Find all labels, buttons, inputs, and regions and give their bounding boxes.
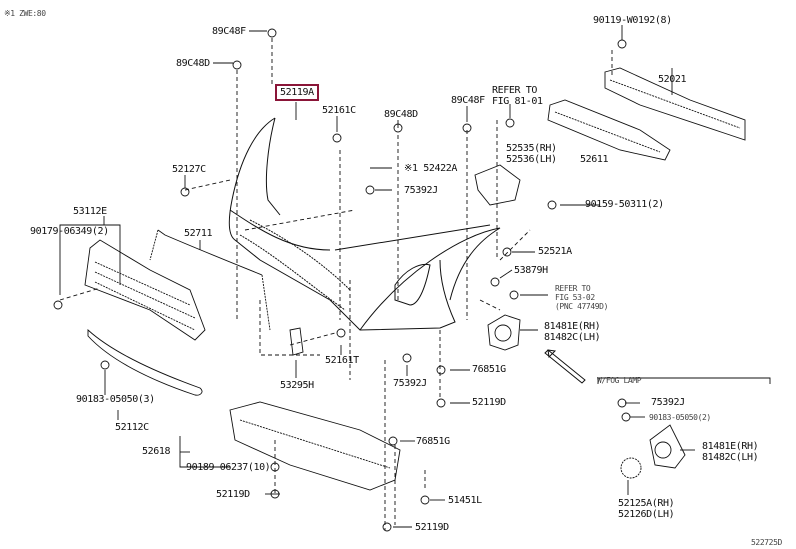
part-label-51451L[interactable]: 51451L [448,495,482,506]
side-retainer [474,164,521,206]
part-label-52535-52536[interactable]: 52535(RH) 52536(LH) [506,143,557,165]
part-label-90183-05050-3[interactable]: 90183-05050(3) [76,394,155,405]
fog-bezel-main [487,314,521,351]
part-label-81481E-81482C[interactable]: 81481E(RH) 81482C(LH) [544,321,601,343]
part-label-52021[interactable]: 52021 [658,74,687,85]
lower-grille [229,401,401,491]
direction-arrow [544,349,586,384]
part-label-90189-06237[interactable]: 90189-06237(10) [186,462,271,473]
part-label-52125A-52126D[interactable]: 52125A(RH) 52126D(LH) [618,498,675,520]
part-label-53112E[interactable]: 53112E [73,206,107,217]
part-label-90159-50311[interactable]: 90159-50311(2) [585,199,664,210]
absorber [547,99,671,161]
header-note: ※1 ZWE:80 [4,9,46,18]
leader-lines [59,25,771,528]
part-label-52422A[interactable]: ※1 52422A [404,163,457,174]
lower-molding [87,328,203,396]
part-label-75392J-fog[interactable]: 75392J [651,397,685,408]
fog-bezel-option [620,424,686,479]
part-label-76851G-b[interactable]: 76851G [416,436,450,447]
fog-lamp-section-title: W/FOG LAMP [597,376,642,385]
part-label-89C48D[interactable]: 89C48D [176,58,210,69]
part-label-52112C[interactable]: 52112C [115,422,149,433]
part-label-90179-06349[interactable]: 90179-06349(2) [30,226,109,237]
refer-fig-53-02[interactable]: REFER TO FIG 53-02 (PNC 47749D) [555,284,608,311]
part-label-52161T[interactable]: 52161T [325,355,359,366]
part-label-75392J[interactable]: 75392J [404,185,438,196]
part-label-90183-05050-2[interactable]: 90183-05050(2) [649,413,711,422]
grille [84,239,206,341]
part-label-81481E-fog[interactable]: 81481E(RH) 81482C(LH) [702,441,759,463]
part-label-89C48D-mid[interactable]: 89C48D [384,109,418,120]
part-label-52161C[interactable]: 52161C [322,105,356,116]
part-label-52711[interactable]: 52711 [184,228,213,239]
part-label-76851G[interactable]: 76851G [472,364,506,375]
part-label-53295H[interactable]: 53295H [280,380,314,391]
part-label-52119D-b[interactable]: 52119D [216,489,250,500]
part-label-89C48F[interactable]: 89C48F [212,26,246,37]
fasteners [53,28,631,532]
part-label-89C48F-mid[interactable]: 89C48F [451,95,485,106]
seal [149,229,271,331]
part-label-90119-W0192[interactable]: 90119-W0192(8) [593,15,672,26]
part-label-52127C[interactable]: 52127C [172,164,206,175]
figure-code: 522725D [751,538,782,547]
part-label-52618[interactable]: 52618 [142,446,171,457]
reinforcement [604,67,746,141]
part-label-52119D-c[interactable]: 52119D [415,522,449,533]
refer-fig-81-01[interactable]: REFER TO FIG 81-01 [492,85,543,107]
part-label-52521A[interactable]: 52521A [538,246,572,257]
bumper-cover [228,117,501,331]
part-label-52611[interactable]: 52611 [580,154,609,165]
part-label-52119D[interactable]: 52119D [472,397,506,408]
part-label-52119A-highlighted[interactable]: 52119A [275,84,319,101]
dashed-guides [59,38,613,530]
part-label-75392J-lower[interactable]: 75392J [393,378,427,389]
part-label-53879H[interactable]: 53879H [514,265,548,276]
